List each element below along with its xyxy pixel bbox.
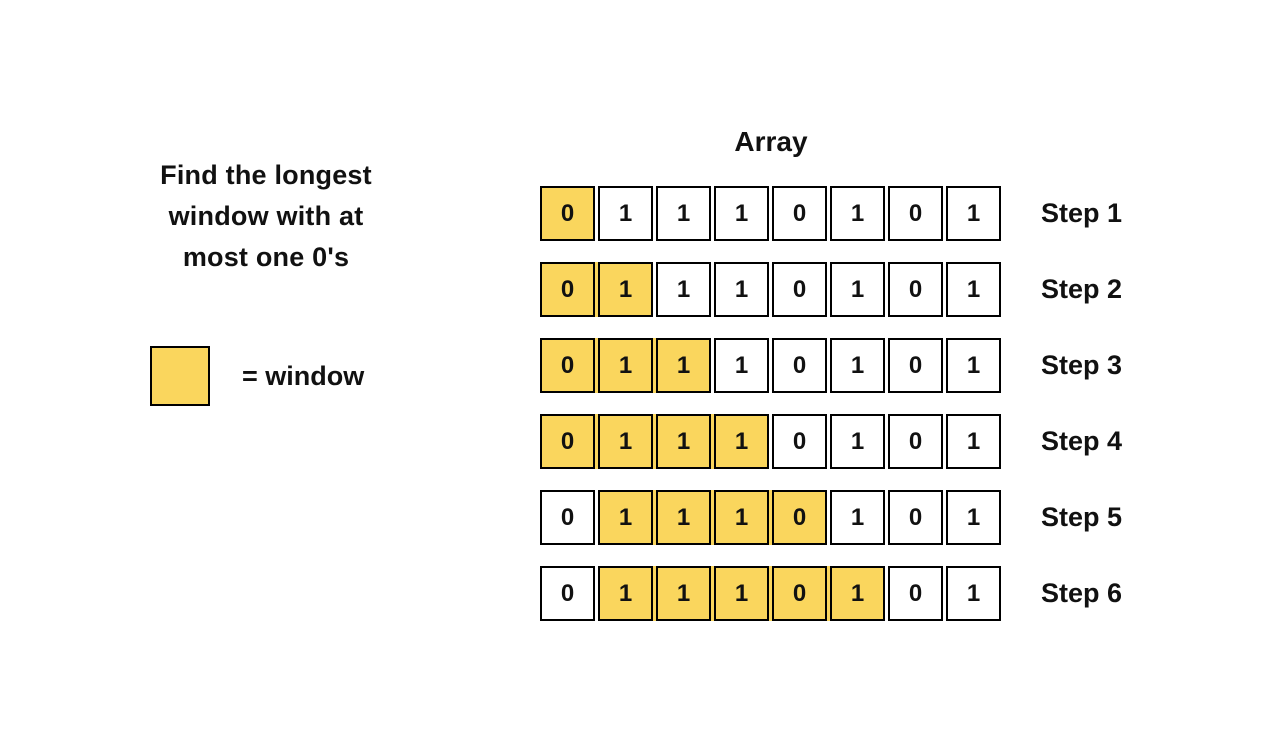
array-cell: 1 <box>946 566 1001 621</box>
array-cell: 0 <box>888 490 943 545</box>
array-cell: 0 <box>540 186 595 241</box>
array-cell: 1 <box>598 262 653 317</box>
array-cell: 1 <box>656 490 711 545</box>
array-cell: 1 <box>714 186 769 241</box>
array-cell: 0 <box>540 566 595 621</box>
array-title: Array <box>734 126 808 157</box>
array-cell: 0 <box>888 414 943 469</box>
array-cell: 1 <box>656 186 711 241</box>
problem-statement-line: window with at <box>168 201 364 231</box>
array-cell: 0 <box>888 338 943 393</box>
array-cell: 0 <box>540 262 595 317</box>
problem-statement-line: Find the longest <box>160 160 372 190</box>
array-cell: 0 <box>540 338 595 393</box>
array-cell: 1 <box>830 338 885 393</box>
array-cell: 1 <box>946 338 1001 393</box>
legend: = window <box>150 346 364 406</box>
array-cell: 1 <box>830 262 885 317</box>
array-cell: 0 <box>888 186 943 241</box>
array-cell: 0 <box>888 566 943 621</box>
problem-statement: Find the longest window with at most one… <box>120 155 412 278</box>
array-cell: 1 <box>656 262 711 317</box>
step-label: Step 2 <box>1041 274 1123 304</box>
array-cell: 0 <box>772 338 827 393</box>
array-cell: 0 <box>540 414 595 469</box>
step-label: Step 4 <box>1041 426 1123 456</box>
array-cell: 1 <box>946 490 1001 545</box>
array-cell: 0 <box>540 490 595 545</box>
array-cell: 1 <box>656 338 711 393</box>
array-cell: 1 <box>714 490 769 545</box>
legend-label: = window <box>242 360 365 391</box>
array-cell: 0 <box>772 186 827 241</box>
array-cell: 1 <box>830 490 885 545</box>
array-cell: 1 <box>830 414 885 469</box>
step-label: Step 5 <box>1041 502 1123 532</box>
step-label: Step 3 <box>1041 350 1123 380</box>
array-cell: 1 <box>656 566 711 621</box>
array-cell: 1 <box>598 566 653 621</box>
step-label: Step 1 <box>1041 198 1123 228</box>
array-cell: 1 <box>714 414 769 469</box>
array-cell: 1 <box>598 490 653 545</box>
array-cell: 0 <box>888 262 943 317</box>
array-cell: 1 <box>598 338 653 393</box>
window-swatch <box>150 346 210 406</box>
array-cell: 1 <box>714 262 769 317</box>
array-cell: 1 <box>656 414 711 469</box>
array-cell: 1 <box>946 414 1001 469</box>
array-cell: 1 <box>830 186 885 241</box>
array-cell: 1 <box>714 338 769 393</box>
array-cell: 1 <box>946 262 1001 317</box>
array-cell: 1 <box>714 566 769 621</box>
problem-statement-line: most one 0's <box>182 242 350 272</box>
array-cell: 1 <box>598 414 653 469</box>
array-cell: 0 <box>772 262 827 317</box>
array-cell: 0 <box>772 414 827 469</box>
array-cell: 0 <box>772 490 827 545</box>
array-cell: 0 <box>772 566 827 621</box>
array-cell: 1 <box>598 186 653 241</box>
step-label: Step 6 <box>1041 578 1123 608</box>
array-cell: 1 <box>830 566 885 621</box>
array-cell: 1 <box>946 186 1001 241</box>
